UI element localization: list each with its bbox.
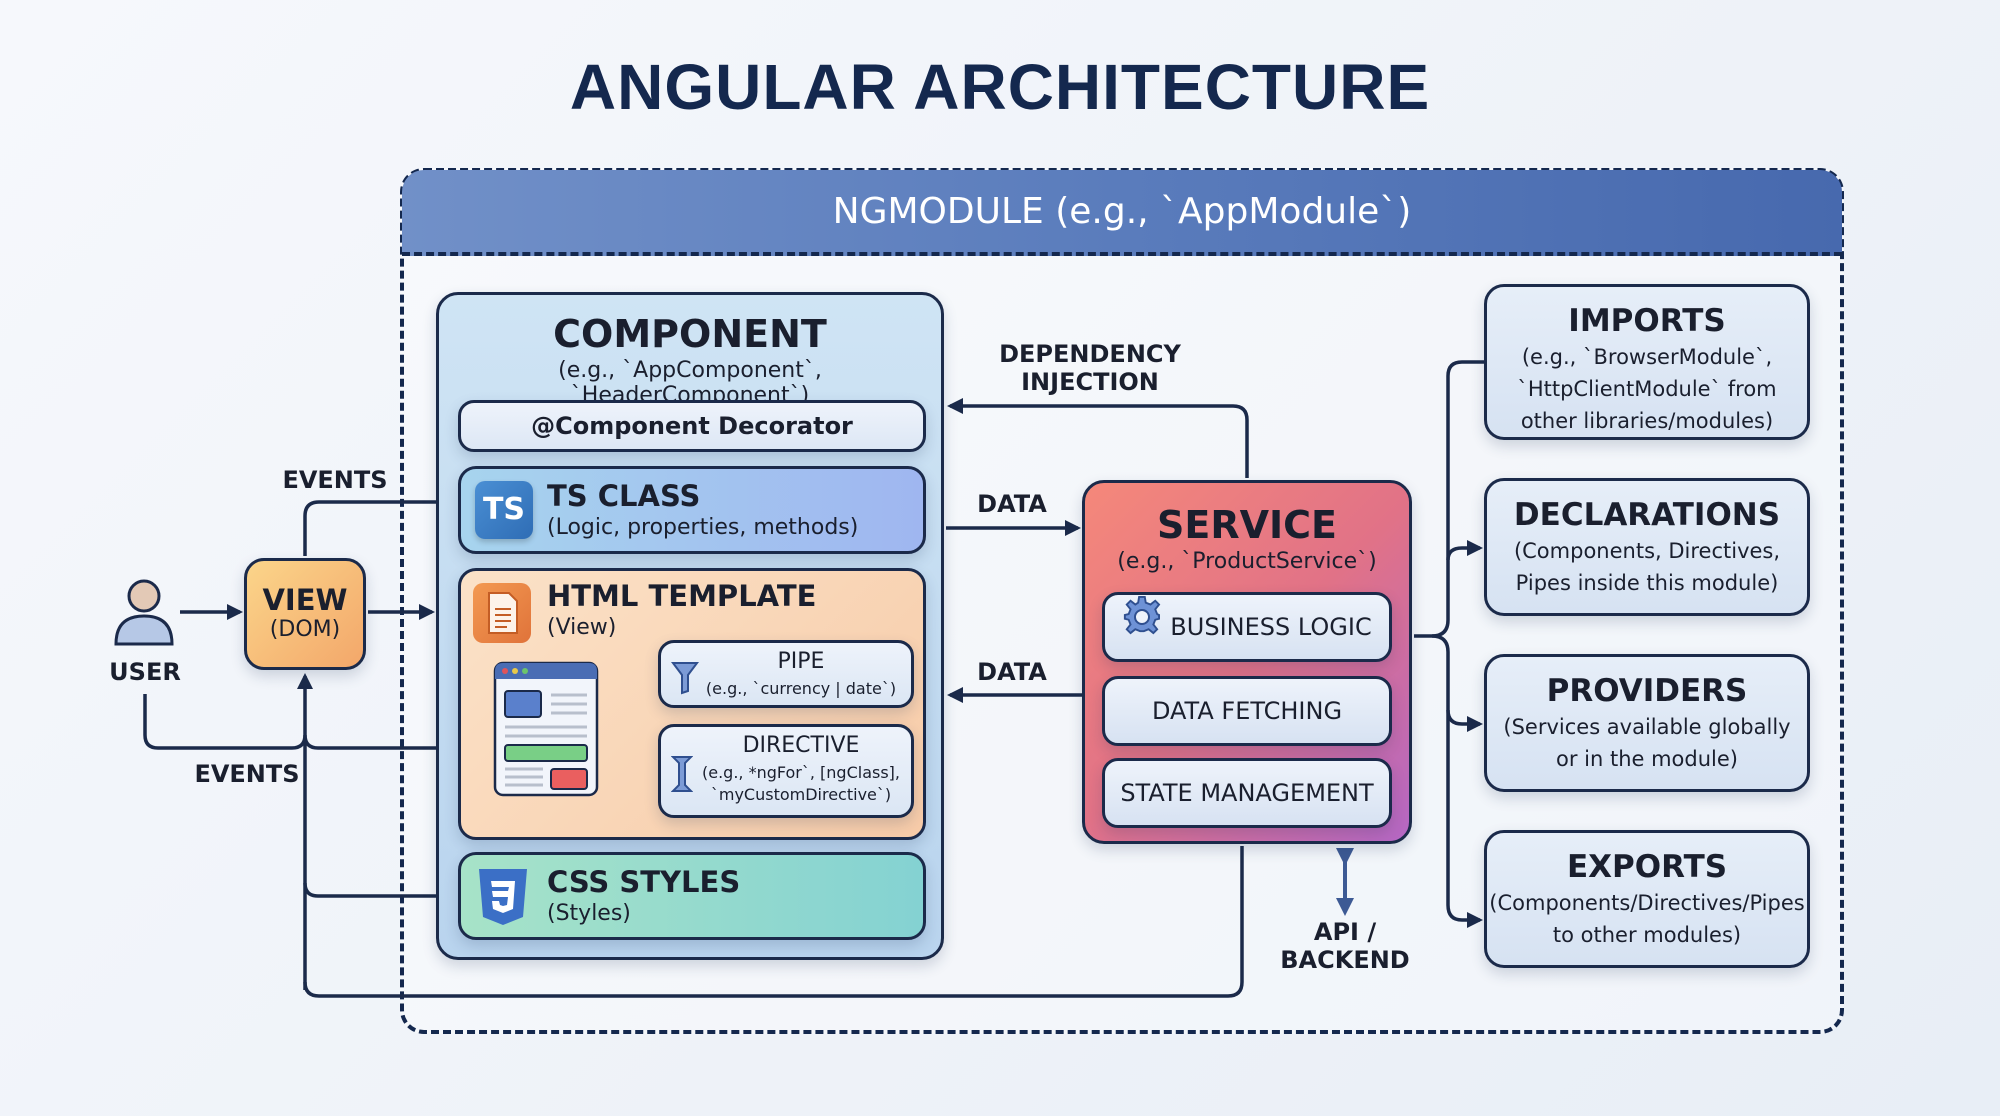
arrow-to-declarations	[1446, 540, 1483, 561]
pipe-title: PIPE	[777, 649, 825, 674]
imports-desc-3: other libraries/modules)	[1520, 409, 1774, 433]
pipe-box[interactable]: PIPE (e.g., `currency | date`)	[658, 640, 914, 708]
user-label: USER	[109, 658, 181, 686]
directive-title: DIRECTIVE	[742, 733, 860, 758]
providers-desc-1: (Services available globally	[1503, 715, 1791, 739]
ts-class-box[interactable]: TS TS CLASS (Logic, properties, methods)	[458, 466, 926, 554]
service-item-business-logic[interactable]: BUSINESS LOGIC	[1102, 592, 1392, 662]
typescript-icon: TS	[475, 481, 533, 539]
directive-box[interactable]: DIRECTIVE (e.g., *ngFor`, [ngClass], `my…	[658, 724, 914, 818]
dependency-injection-label: DEPENDENCY INJECTION	[990, 340, 1190, 396]
view-subtitle: (DOM)	[269, 617, 341, 642]
module-part-exports[interactable]: EXPORTS (Components/Directives/Pipes to …	[1484, 830, 1810, 968]
service-subtitle: (e.g., `ProductService`)	[1117, 549, 1377, 574]
line-service-bottom-loop	[303, 846, 1244, 998]
css-styles-subtitle: (Styles)	[547, 901, 631, 926]
module-part-providers[interactable]: PROVIDERS (Services available globally o…	[1484, 654, 1810, 792]
imports-title: IMPORTS	[1568, 303, 1726, 339]
service-item-state-management[interactable]: STATE MANAGEMENT	[1102, 758, 1392, 828]
providers-title: PROVIDERS	[1546, 673, 1748, 709]
view-title: VIEW	[262, 583, 348, 617]
diagram-title: ANGULAR ARCHITECTURE	[569, 51, 1431, 123]
exports-title: EXPORTS	[1566, 849, 1728, 885]
html-template-subtitle: (View)	[547, 615, 617, 640]
view-box[interactable]: VIEW (DOM)	[244, 558, 366, 670]
business-logic-label: BUSINESS LOGIC	[1170, 613, 1372, 641]
directive-subtitle-line2: `myCustomDirective`)	[710, 785, 892, 804]
exports-desc-2: to other modules)	[1552, 923, 1742, 947]
imports-desc-2: `HttpClientModule` from	[1517, 377, 1777, 401]
ts-class-subtitle: (Logic, properties, methods)	[547, 515, 859, 540]
service-item-data-fetching[interactable]: DATA FETCHING	[1102, 676, 1392, 746]
line-css-to-loop	[303, 882, 458, 898]
api-label-line1: API /	[1313, 918, 1377, 946]
dependency-label-line2: INJECTION	[1021, 368, 1159, 396]
providers-desc-2: or in the module)	[1555, 747, 1738, 771]
html-file-icon	[473, 583, 531, 643]
events-top-label: EVENTS	[282, 466, 388, 494]
gear-icon	[1122, 596, 1162, 660]
declarations-desc-2: Pipes inside this module)	[1515, 571, 1779, 595]
declarations-desc-1: (Components, Directives,	[1513, 539, 1781, 563]
directive-subtitle-line1: (e.g., *ngFor`, [ngClass],	[701, 763, 900, 782]
imports-desc-1: (e.g., `BrowserModule`,	[1521, 345, 1773, 369]
arrow-to-providers	[1446, 709, 1483, 732]
declarations-title: DECLARATIONS	[1513, 497, 1781, 533]
ngmodule-header: NGMODULE (e.g., `AppModule`)	[402, 170, 1842, 256]
pipe-subtitle: (e.g., `currency | date`)	[705, 679, 897, 698]
exports-desc-1: (Components/Directives/Pipes	[1489, 891, 1805, 915]
arrow-user-events-to-template	[143, 694, 459, 756]
arrow-view-to-ts-class	[303, 494, 459, 556]
user-icon	[112, 578, 176, 648]
dependency-label-line1: DEPENDENCY	[999, 340, 1181, 368]
line-service-to-parts	[1414, 360, 1484, 638]
api-backend-label: API / BACKEND	[1270, 918, 1420, 974]
directive-icon	[670, 755, 694, 797]
module-part-imports[interactable]: IMPORTS (e.g., `BrowserModule`, `HttpCli…	[1484, 284, 1810, 440]
events-bottom-label: EVENTS	[194, 760, 300, 788]
service-title: SERVICE	[1157, 503, 1337, 547]
arrow-dependency-injection	[947, 398, 1249, 478]
data-to-component-label: DATA	[977, 658, 1047, 686]
css-styles-box[interactable]: CSS STYLES (Styles)	[458, 852, 926, 940]
css3-icon	[477, 867, 529, 931]
module-part-declarations[interactable]: DECLARATIONS (Components, Directives, Pi…	[1484, 478, 1810, 616]
api-label-line2: BACKEND	[1280, 946, 1410, 974]
ts-class-title: TS CLASS	[547, 479, 701, 513]
line-lower-branch	[1431, 634, 1483, 928]
data-to-service-label: DATA	[977, 490, 1047, 518]
html-template-title: HTML TEMPLATE	[547, 579, 817, 613]
funnel-icon	[671, 661, 699, 699]
component-title: COMPONENT	[553, 312, 827, 356]
browser-window-icon	[493, 661, 599, 797]
css-styles-title: CSS STYLES	[547, 865, 741, 899]
component-decorator[interactable]: @Component Decorator	[458, 400, 926, 452]
